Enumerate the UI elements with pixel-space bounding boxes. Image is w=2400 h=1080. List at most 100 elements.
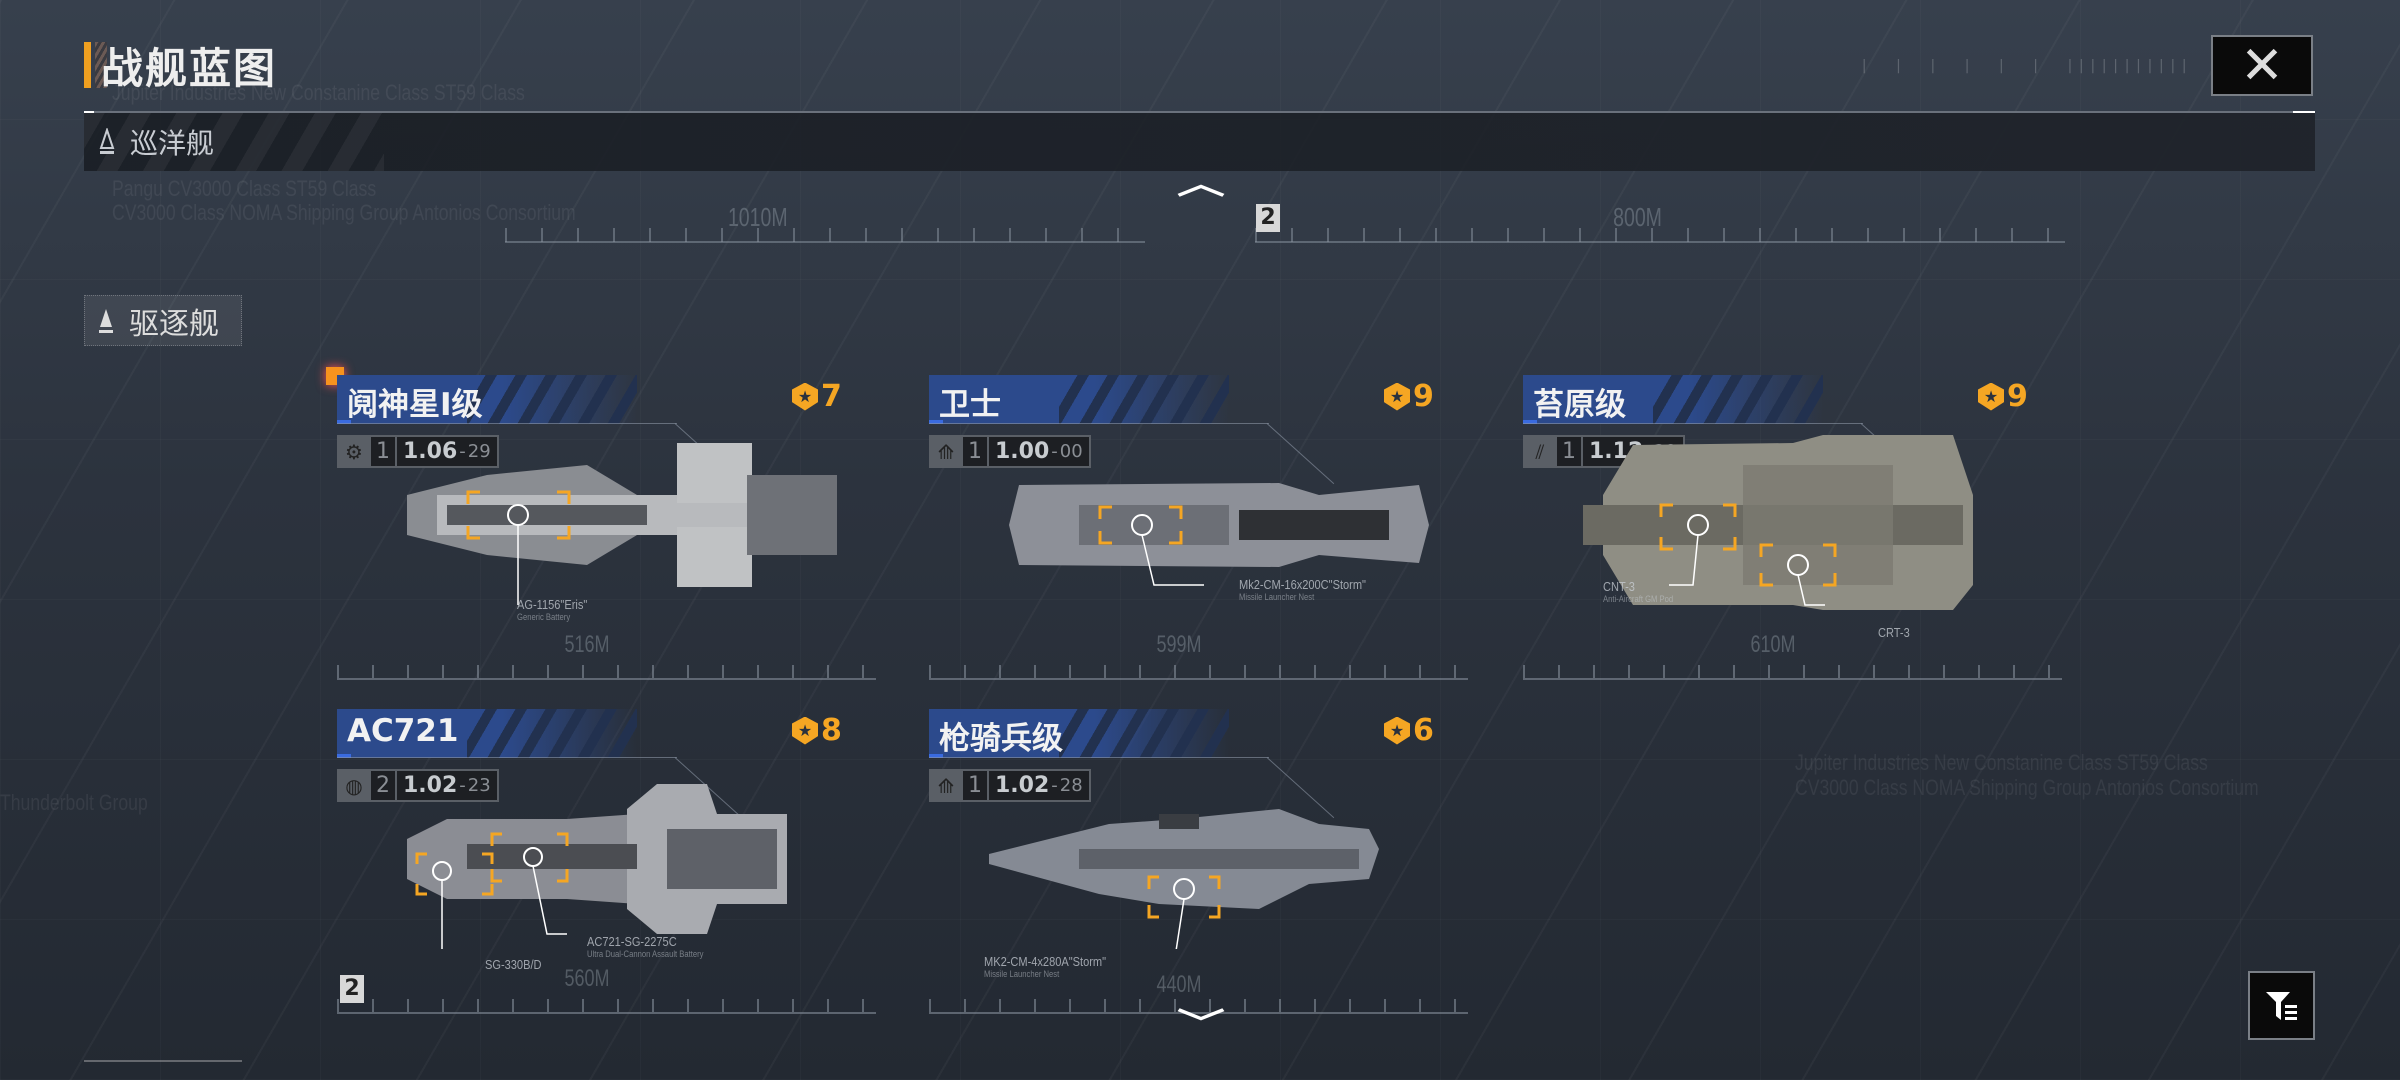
ruler — [1255, 241, 2065, 243]
scroll-down-chevron-icon[interactable]: ﹀ — [1177, 1007, 1225, 1042]
tier: 1 — [1557, 437, 1581, 466]
ship-length: 516M — [564, 631, 610, 658]
ship-blueprint-image — [1583, 435, 1973, 610]
ruler — [505, 241, 1145, 243]
bg-text: CV3000 Class NOMA Shipping Group Antonio… — [1795, 775, 2259, 800]
divider — [1523, 423, 1863, 424]
weapon-label: SG-330B/D — [485, 957, 542, 972]
rank: ★7 — [792, 379, 842, 414]
rank-value: 6 — [1413, 713, 1434, 748]
rank-star-icon: ★ — [792, 382, 818, 411]
title-text: 战舰蓝图 — [101, 43, 278, 93]
ship-name: 阋神星I级 — [347, 387, 483, 423]
tab-cruiser[interactable]: 巡洋舰 — [84, 113, 2315, 171]
version-sub: 23 — [467, 775, 491, 796]
rank-value: 8 — [821, 713, 842, 748]
ruler — [929, 1012, 1468, 1014]
version-main: 1.02 — [995, 773, 1050, 798]
cruiser-length: 800M — [1613, 202, 1662, 232]
version-main: 1.06 — [403, 439, 458, 464]
ship-name: AC721 — [347, 713, 459, 749]
rank: ★6 — [1384, 713, 1434, 748]
ruler-ticks — [337, 999, 876, 1012]
ship-header: 苔原级 — [1523, 375, 1823, 424]
bg-text: Jupiter Industries New Constanine Class … — [1795, 750, 2208, 775]
bg-text: Thunderbolt Group — [0, 790, 148, 815]
weapon-label: CRT-3 — [1878, 625, 1910, 640]
ship-name: 卫士 — [939, 387, 1001, 423]
divider — [337, 757, 677, 758]
ruler-ticks — [337, 665, 876, 678]
version-sub: 28 — [1059, 775, 1083, 796]
rank-star-icon: ★ — [792, 716, 818, 745]
ruler — [337, 1012, 876, 1014]
version: 1.00-00 — [989, 437, 1089, 466]
ship-blueprint-image — [989, 809, 1379, 949]
filter-icon — [2265, 991, 2297, 1020]
ship-header: 卫士 — [929, 375, 1229, 424]
version-main: 1.00 — [995, 439, 1050, 464]
count-badge: 2 — [340, 975, 364, 1003]
weapon-label: AG-1156"Eris"Generic Battery — [517, 597, 588, 622]
tier: 1 — [963, 437, 987, 466]
tier: 1 — [371, 437, 395, 466]
ship-header: 阋神星I级 — [337, 375, 637, 424]
count-badge: 2 — [1256, 204, 1280, 232]
divider — [929, 423, 1269, 424]
ruler — [1523, 678, 2062, 680]
filter-button[interactable] — [2248, 971, 2315, 1040]
tab-destroyer[interactable]: 驱逐舰 — [84, 295, 242, 346]
page-title: 战舰蓝图 — [84, 42, 277, 93]
ruler — [337, 678, 876, 680]
ship-length: 610M — [1750, 631, 1796, 658]
rank: ★9 — [1384, 379, 1434, 414]
ship-length: 440M — [1156, 971, 1202, 998]
deco-ticks: | | | | | | ||||||||||| — [1860, 58, 2192, 74]
divider — [337, 423, 677, 424]
ship-length: 560M — [564, 965, 610, 992]
close-icon: ✕ — [2240, 35, 2284, 96]
rank: ★8 — [792, 713, 842, 748]
tab-destroyer-label: 驱逐舰 — [129, 306, 219, 342]
ruler-ticks — [929, 999, 1468, 1012]
divider — [84, 1060, 242, 1062]
faction-spire-icon: ⟰ — [931, 771, 961, 800]
ruler-ticks — [505, 228, 1145, 242]
rank-value: 7 — [821, 379, 842, 414]
rank-value: 9 — [1413, 379, 1434, 414]
close-button[interactable]: ✕ — [2211, 35, 2313, 96]
version-sub: 29 — [467, 441, 491, 462]
scroll-up-chevron-icon[interactable]: ︿ — [1177, 167, 1225, 202]
tier: 2 — [371, 771, 395, 800]
ruler — [929, 678, 1468, 680]
rank-star-icon: ★ — [1384, 716, 1410, 745]
divider — [84, 111, 2315, 113]
rank-star-icon: ★ — [1384, 382, 1410, 411]
version: 1.06-29 — [397, 437, 497, 466]
version: 1.02-23 — [397, 771, 497, 800]
version-sub: 00 — [1059, 441, 1083, 462]
ship-length: 599M — [1156, 631, 1202, 658]
rank: ★9 — [1978, 379, 2028, 414]
bg-text: Pangu CV3000 Class ST59 Class — [112, 176, 377, 201]
faction-wing-icon: ⫽ — [1525, 437, 1555, 466]
ship-header: AC721 — [337, 709, 637, 758]
bg-text: Jupiter Industries New Constanine Class … — [112, 80, 525, 105]
weapon-label: Mk2-CM-16x200C"Storm"Missile Launcher Ne… — [1239, 577, 1366, 602]
version: 1.02-28 — [989, 771, 1089, 800]
ship-name: 枪骑兵级 — [939, 721, 1063, 757]
tab-cruiser-label: 巡洋舰 — [130, 127, 215, 160]
ruler-ticks — [929, 665, 1468, 678]
tier: 1 — [963, 771, 987, 800]
